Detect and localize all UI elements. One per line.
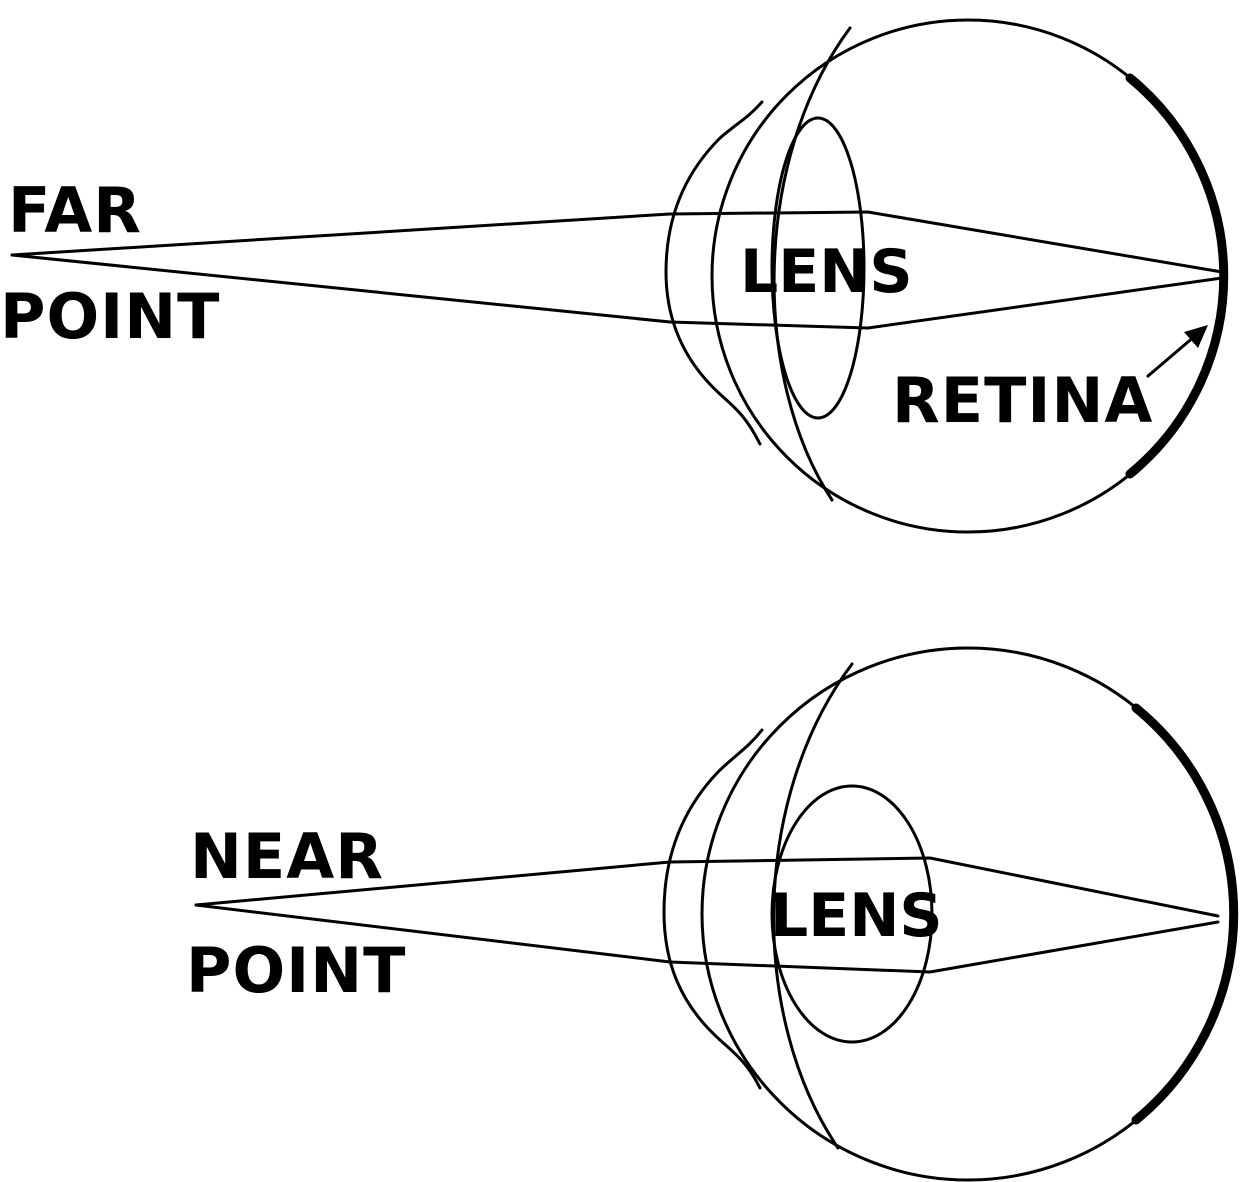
near-label: NEAR <box>190 820 384 893</box>
far-point-label: POINT <box>0 280 220 353</box>
retina-label: RETINA <box>892 364 1153 437</box>
retina-wall-top <box>1125 73 1229 479</box>
ray-upper-bottom <box>194 856 1220 918</box>
lens-label-bottom: LENS <box>770 881 943 951</box>
ray-lower-top <box>10 253 1224 330</box>
near-point-eye <box>194 646 1239 1182</box>
near-point-label: POINT <box>186 934 406 1007</box>
iris-arc-top <box>772 26 852 502</box>
retina-arrow-head <box>1184 325 1208 348</box>
retina-wall-bottom <box>1131 703 1239 1125</box>
ray-upper-top <box>10 210 1224 274</box>
cornea-top <box>664 100 764 446</box>
lens-shape-bottom <box>770 784 934 1044</box>
far-point-eye <box>10 18 1229 534</box>
ray-lower-bottom <box>194 903 1220 974</box>
far-label: FAR <box>8 174 142 247</box>
lens-shape-top <box>770 116 866 420</box>
cornea-bottom <box>662 728 764 1090</box>
lens-label-top: LENS <box>740 237 913 307</box>
iris-arc-bottom <box>772 662 854 1150</box>
